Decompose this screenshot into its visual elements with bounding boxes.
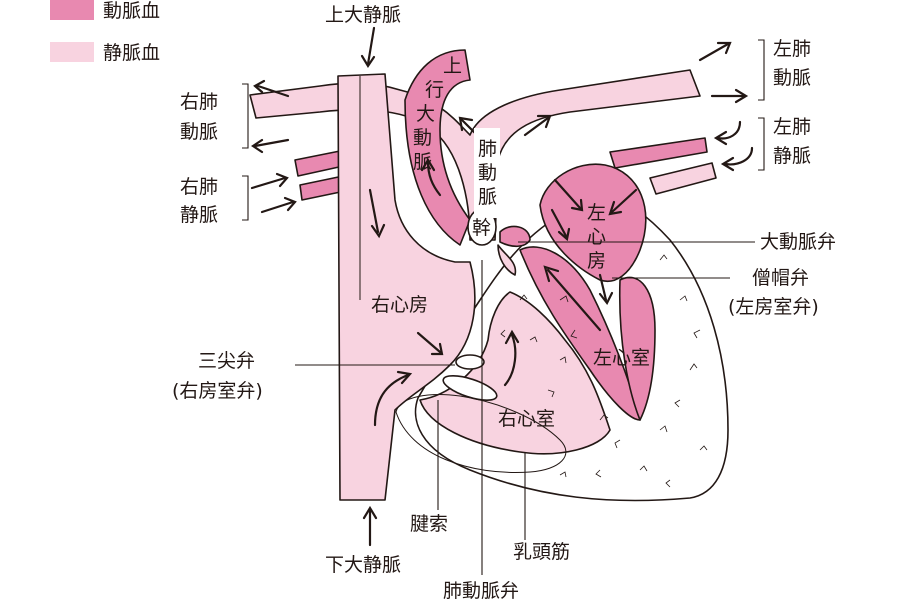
rpv-arrow-upper: [250, 176, 287, 190]
la-arrow-3: [610, 188, 638, 214]
myocardium-texture: [500, 254, 708, 488]
aortic-valve-shape: [499, 225, 531, 248]
legend-venous-label: 静脈血: [103, 42, 160, 64]
rpa-arrow-upper: [256, 84, 290, 98]
label-left-atrium-3: 房: [587, 250, 606, 272]
label-chordae-tendineae: 腱索: [410, 513, 448, 535]
lv-up-arrow: [546, 268, 602, 332]
legend-arterial-swatch: [50, 0, 94, 20]
lpv-arrow-upper: [716, 120, 742, 140]
flow-arrows: [250, 26, 754, 547]
vena-cava-right-atrium: [337, 73, 476, 501]
label-ascending-aorta-4: 動: [413, 127, 432, 149]
label-left-atrium-1: 左: [587, 202, 606, 224]
aorta-up-arrow: [426, 160, 442, 197]
lpa-arrow-upper: [698, 42, 730, 62]
label-ascending-aorta-2: 行: [425, 79, 444, 101]
label-pulmonary-trunk-3: 脈: [478, 186, 497, 208]
pulmonary-trunk-label-bg: [474, 128, 500, 218]
label-right-pulmonary-artery-1: 右肺: [180, 91, 218, 113]
label-aortic-valve: 大動脈弁: [760, 231, 836, 253]
la-arrow-1: [553, 178, 582, 210]
label-mitral-valve-2: (左房室弁): [728, 296, 819, 318]
ivc-curve-arrow: [373, 373, 410, 427]
ascending-aorta: [404, 49, 471, 246]
right-ventricle-inner: [395, 394, 567, 473]
aortic-valve-cusp: [497, 244, 517, 276]
ra-to-rv-arrow: [416, 331, 442, 354]
ra-arrow-down: [368, 188, 380, 234]
label-right-ventricle: 右心室: [498, 408, 555, 430]
brackets: [242, 39, 765, 221]
label-pulmonary-trunk-2: 動: [478, 162, 497, 184]
label-mitral-valve-1: 僧帽弁: [752, 267, 809, 289]
left-pulmonary-vein-upper: [609, 137, 708, 169]
label-tricuspid-valve-2: (右房室弁): [172, 380, 263, 402]
rpa-arrow-lower: [253, 138, 290, 148]
label-left-atrium-2: 心: [587, 226, 606, 248]
label-right-pulmonary-vein-2: 静脈: [180, 204, 218, 226]
left-ventricle-wall: [618, 276, 656, 421]
label-left-pulmonary-artery-2: 動脈: [773, 67, 811, 89]
legend-arterial-label: 動脈血: [103, 0, 160, 22]
rpv-arrow-lower: [260, 200, 295, 214]
la-arrow-4: [598, 273, 608, 302]
label-ascending-aorta-5: 脈: [413, 151, 432, 173]
label-left-pulmonary-vein-1: 左肺: [773, 116, 811, 138]
label-right-pulmonary-artery-2: 動脈: [180, 121, 218, 143]
label-pulmonary-trunk-1: 肺: [478, 138, 497, 160]
label-ascending-aorta-1: 上: [443, 55, 462, 77]
svc-arrow: [366, 26, 376, 66]
left-pulmonary-vein-lower: [649, 162, 717, 195]
label-left-ventricle: 左心室: [593, 347, 650, 369]
la-arrow-2: [550, 208, 568, 238]
label-tricuspid-valve-1: 三尖弁: [198, 350, 255, 372]
label-ascending-aorta-3: 大: [416, 103, 435, 125]
legend-venous-swatch: [50, 42, 94, 62]
leader-lines: [295, 241, 755, 575]
label-superior-vena-cava: 上大静脈: [325, 4, 401, 26]
lpv-arrow-lower: [723, 146, 754, 166]
label-left-pulmonary-vein-2: 静脈: [773, 145, 811, 167]
label-right-pulmonary-vein-1: 右肺: [180, 176, 218, 198]
label-right-atrium: 右心房: [371, 294, 428, 316]
right-ventricle-chamber: [419, 291, 611, 455]
label-left-pulmonary-artery-1: 左肺: [773, 38, 811, 60]
label-pulmonary-valve: 肺動脈弁: [443, 580, 519, 602]
label-pulmonary-trunk-4: 幹: [472, 217, 491, 239]
pa-right-arrow: [523, 116, 550, 137]
label-papillary-muscle: 乳頭筋: [513, 541, 570, 563]
label-inferior-vena-cava: 下大静脈: [325, 554, 401, 576]
tricuspid-leaflet-lower: [442, 375, 498, 401]
rv-up-arrow: [503, 333, 517, 387]
tricuspid-leaflet-upper: [455, 354, 485, 370]
